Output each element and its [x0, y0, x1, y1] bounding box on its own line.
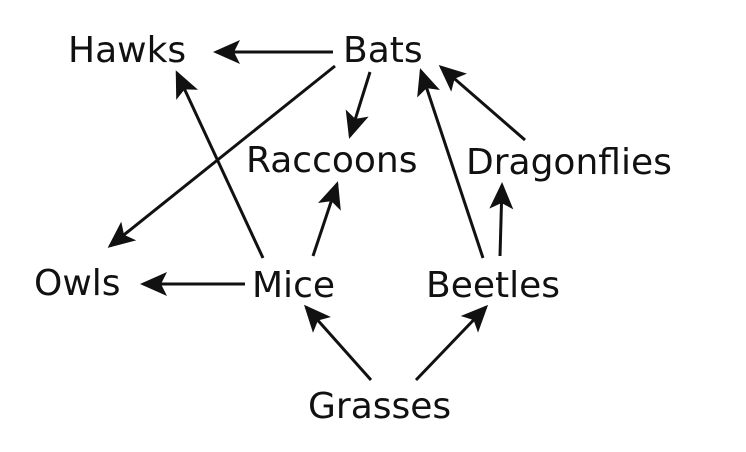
nodes: Hawks Bats Raccoons Dragonflies Owls Mic… — [34, 30, 672, 427]
arrow-grasses-to-mice — [304, 304, 373, 381]
arrow-dragonflies-to-bats — [438, 65, 526, 142]
node-beetles: Beetles — [426, 265, 560, 306]
node-owls: Owls — [34, 263, 121, 304]
arrow-bats-to-owls — [107, 64, 336, 248]
arrow-bats-to-raccoons — [345, 71, 372, 139]
node-bats: Bats — [343, 30, 423, 71]
node-dragonflies: Dragonflies — [466, 142, 672, 183]
node-hawks: Hawks — [68, 30, 186, 71]
node-raccoons: Raccoons — [246, 140, 418, 181]
arrow-beetles-to-bats — [417, 68, 485, 259]
arrows — [107, 40, 526, 382]
arrow-mice-to-hawks — [175, 70, 265, 259]
arrow-grasses-to-beetles — [414, 304, 489, 382]
node-mice: Mice — [252, 265, 335, 306]
arrow-beetles-to-dragonflies — [489, 182, 514, 257]
node-grasses: Grasses — [308, 386, 451, 427]
arrow-mice-to-raccoons — [311, 181, 341, 257]
